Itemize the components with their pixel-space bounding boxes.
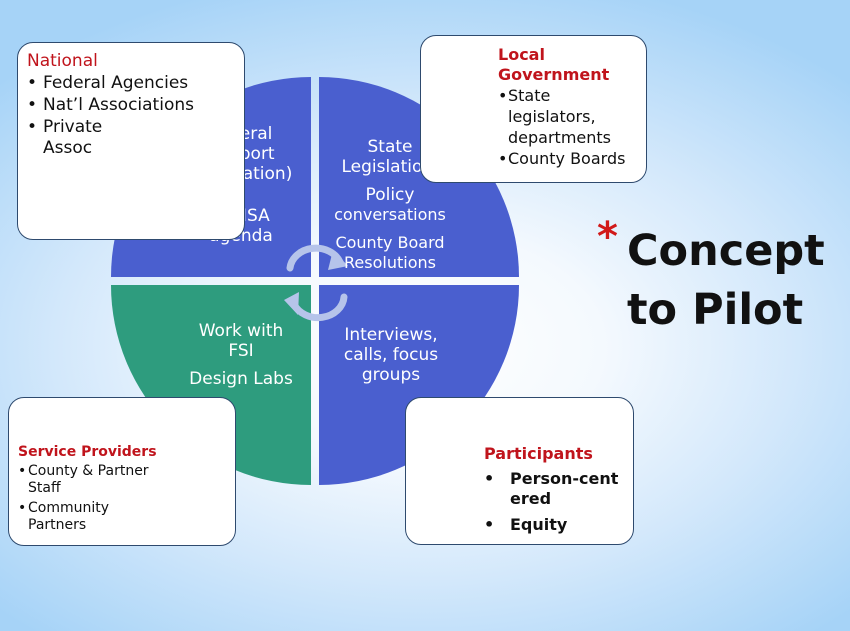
participants-title: Participants [484, 444, 593, 463]
list-item: Private Assoc [27, 117, 138, 159]
state-line: State [367, 137, 413, 157]
interviews-line: calls, focus [343, 345, 439, 365]
providers-list: County & Partner Staff Community Partner… [18, 463, 235, 534]
concept-title-line2: to Pilot [627, 285, 804, 335]
cycle-arrow-top-head-icon [328, 250, 348, 270]
state-line: conversations [334, 205, 446, 224]
state-line: County Board [335, 233, 445, 252]
local-government-box: Local Government State legislators, depa… [420, 35, 647, 183]
list-item: County Boards [498, 148, 646, 169]
state-line: Resolutions [344, 253, 436, 272]
work-line: FSI [228, 341, 254, 361]
list-item: Community Partners [18, 500, 138, 534]
work-line: Design Labs [189, 369, 293, 389]
quadrant-interviews-text: Interviews, calls, focus groups [318, 325, 464, 385]
quadrant-state [319, 77, 519, 277]
list-item: Nat’l Associations [27, 95, 243, 116]
list-item: County & Partner Staff [18, 463, 178, 497]
work-line: Work with [198, 321, 284, 341]
asterisk-icon: * [597, 214, 618, 260]
national-box: National Federal Agencies Nat’l Associat… [17, 42, 245, 240]
list-item: Equity [484, 515, 625, 535]
interviews-line: Interviews, [344, 325, 438, 345]
local-title: Local Government [498, 45, 610, 84]
list-item: Federal Agencies [27, 73, 243, 94]
local-list: State legislators, departments County Bo… [498, 85, 646, 169]
state-line: Legislation, [341, 157, 439, 177]
participants-box: Participants Person-centered Equity [405, 397, 634, 545]
state-line: Policy [365, 185, 415, 205]
quadrant-state-text: State Legislation, Policy conversations … [322, 137, 458, 273]
quadrant-work-text: Work with FSI Design Labs [170, 321, 312, 389]
quadrant-work [111, 285, 311, 485]
list-item: State legislators, departments [498, 85, 628, 148]
providers-title: Service Providers [18, 444, 157, 460]
national-title: National [27, 51, 98, 71]
interviews-line: groups [361, 365, 421, 385]
national-list: Federal Agencies Nat’l Associations Priv… [27, 73, 244, 159]
participants-list: Person-centered Equity [484, 469, 633, 535]
quadrant-interviews [319, 285, 519, 485]
list-item: Person-centered [484, 469, 625, 509]
concept-title-line1: Concept [627, 226, 825, 276]
service-providers-box: Service Providers County & Partner Staff… [8, 397, 236, 546]
cycle-arrow-bottom-head-icon [284, 292, 299, 315]
cycle-arrow-bottom-icon [290, 293, 348, 322]
